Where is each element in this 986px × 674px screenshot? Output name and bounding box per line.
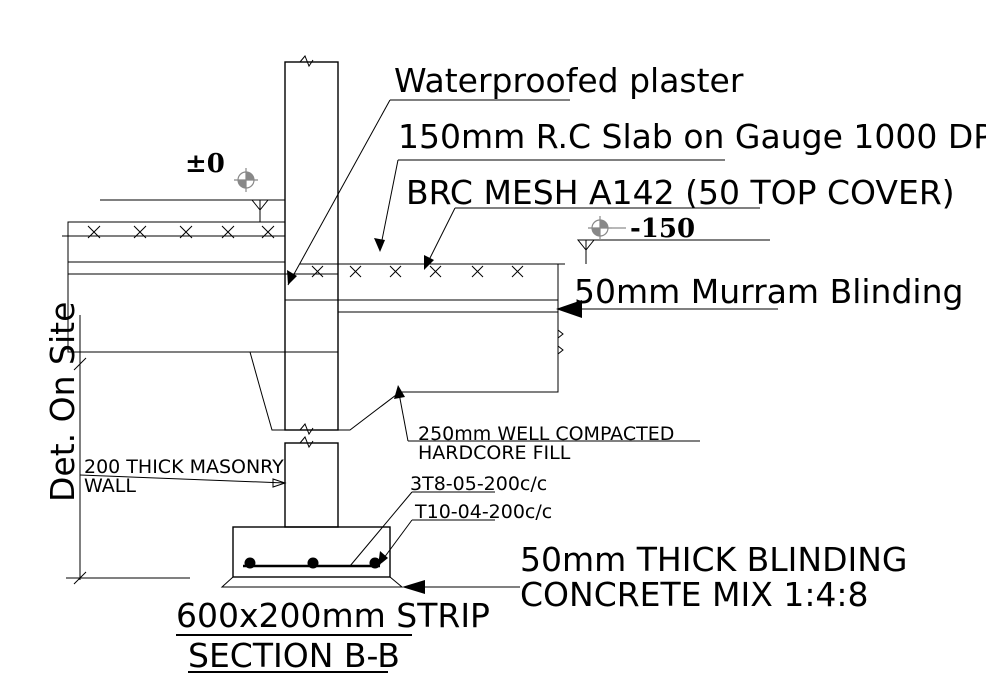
strip-footing <box>220 526 404 588</box>
leaders <box>79 99 778 594</box>
det-on-site-dimension: Det. On Site <box>43 302 190 585</box>
hardcore-label-2: HARDCORE FILL <box>418 442 571 464</box>
hardcore-label-1: 250mm WELL COMPACTED <box>418 423 674 445</box>
level-marker-minus150: -150 <box>576 214 770 264</box>
level-zero-label: ±0 <box>185 149 225 179</box>
murram-blinding-label: 50mm Murram Blinding <box>574 272 963 311</box>
trench-hardcore <box>249 351 286 431</box>
masonry-label-2: WALL <box>84 475 136 497</box>
masonry-wall <box>284 55 339 528</box>
det-on-site-label: Det. On Site <box>43 302 82 502</box>
blinding-label-2: CONCRETE MIX 1:4:8 <box>520 575 869 614</box>
waterproofed-plaster-label: Waterproofed plaster <box>394 61 744 100</box>
strip-title: 600x200mm STRIP <box>176 596 490 635</box>
right-slab <box>300 263 565 431</box>
level-minus150-label: -150 <box>630 214 695 244</box>
rebar-1-label: 3T8-05-200c/c <box>410 473 547 495</box>
masonry-label-1: 200 THICK MASONRY <box>84 456 284 478</box>
section-title: SECTION B-B <box>188 636 400 674</box>
blinding-label-1: 50mm THICK BLINDING <box>520 540 908 579</box>
rebar-2-label: T10-04-200c/c <box>414 501 552 523</box>
left-slab <box>62 221 286 353</box>
slab-label: 150mm R.C Slab on Gauge 1000 DPM <box>398 117 986 156</box>
level-marker-zero: ±0 <box>100 149 285 222</box>
right-mesh-crosses <box>311 265 524 278</box>
brc-mesh-label: BRC MESH A142 (50 TOP COVER) <box>406 173 955 212</box>
left-mesh-crosses <box>87 225 275 239</box>
